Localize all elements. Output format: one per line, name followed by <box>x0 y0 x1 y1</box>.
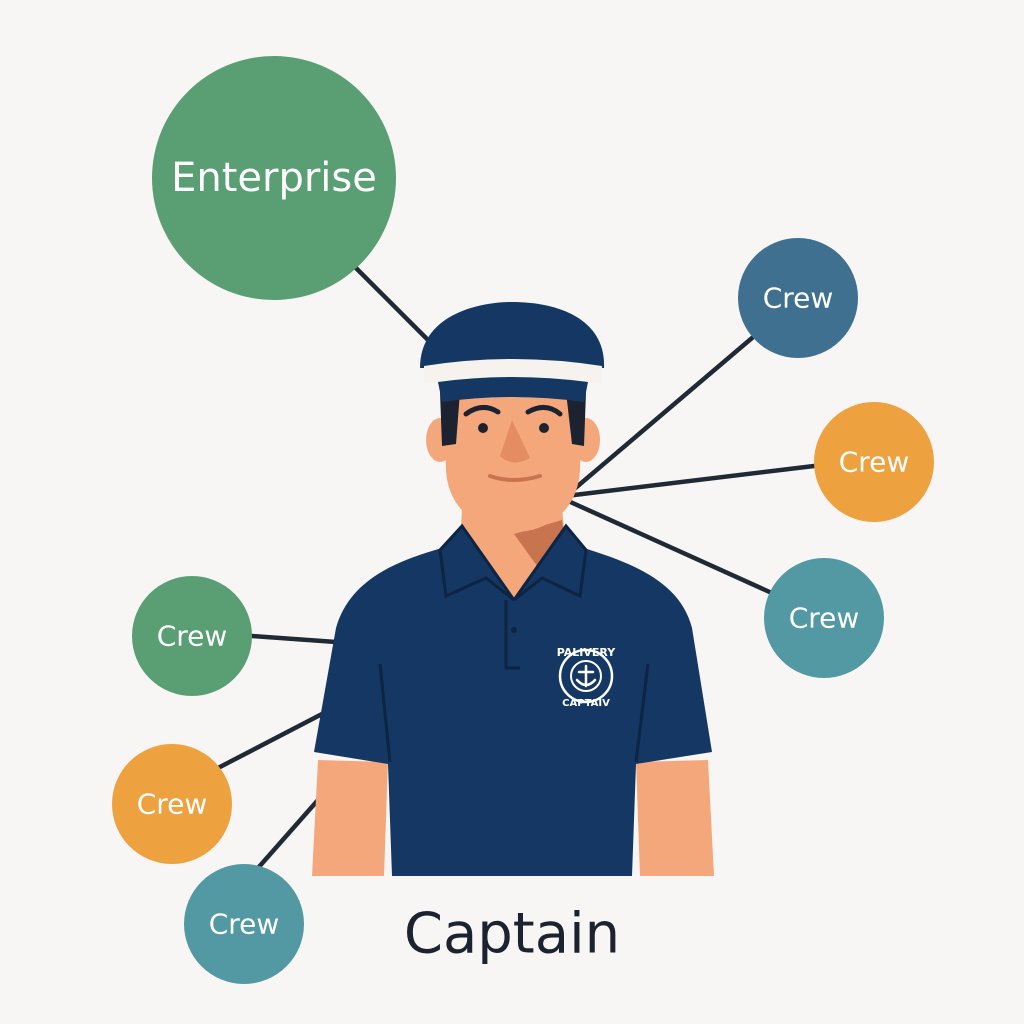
hair-right <box>566 392 586 446</box>
eyebrow-left <box>463 405 501 417</box>
connector-enterprise <box>353 265 435 347</box>
hair-left <box>440 392 460 446</box>
crew-node[interactable]: Crew <box>112 744 232 864</box>
enterprise-node[interactable]: Enterprise <box>152 56 396 300</box>
connectors <box>215 265 817 871</box>
connector-crew-low-right <box>563 497 777 597</box>
shirt-button <box>511 627 517 633</box>
crew-label: Crew <box>839 446 910 479</box>
crew-label: Crew <box>789 602 860 635</box>
connector-crew-left-3 <box>255 797 321 871</box>
connector-crew-left-2 <box>215 711 325 771</box>
badge-bottom-text: CAPTAIV <box>562 698 610 709</box>
eye-right <box>539 423 549 433</box>
sleeve-seam-left <box>378 663 392 763</box>
crew-node[interactable]: Crew <box>738 238 858 358</box>
enterprise-label: Enterprise <box>171 155 377 201</box>
crew-label: Crew <box>209 908 280 941</box>
eyebrow-right <box>525 405 563 417</box>
crew-node[interactable]: Crew <box>132 576 252 696</box>
crew-label: Crew <box>137 788 208 821</box>
left-arm <box>312 760 388 876</box>
hat-brim <box>438 377 588 402</box>
badge-top-text: PALIVERY <box>557 646 617 659</box>
anchor-badge-icon: PALIVERY CAPTAIV <box>557 646 617 709</box>
right-arm <box>636 760 714 876</box>
captain-label: Captain <box>404 902 620 967</box>
crew-label: Crew <box>763 282 834 315</box>
connector-crew-left-1 <box>249 633 339 645</box>
crew-node[interactable]: Crew <box>184 864 304 984</box>
crew-label: Crew <box>157 620 228 653</box>
captain-figure-icon: PALIVERY CAPTAIV <box>312 302 714 876</box>
eye-left <box>478 423 488 433</box>
hat-band <box>424 359 602 384</box>
placket <box>504 600 520 670</box>
sleeve-seam-right <box>634 663 650 763</box>
collar-left <box>438 523 516 602</box>
polo-shirt <box>314 548 712 876</box>
collar-right <box>512 523 588 602</box>
connector-crew-top-right <box>563 335 755 499</box>
connector-crew-mid-right <box>563 463 817 499</box>
crew-node[interactable]: Crew <box>764 558 884 678</box>
mouth <box>488 474 542 482</box>
nose <box>500 420 530 463</box>
crew-node[interactable]: Crew <box>814 402 934 522</box>
hat-crown <box>420 302 605 368</box>
